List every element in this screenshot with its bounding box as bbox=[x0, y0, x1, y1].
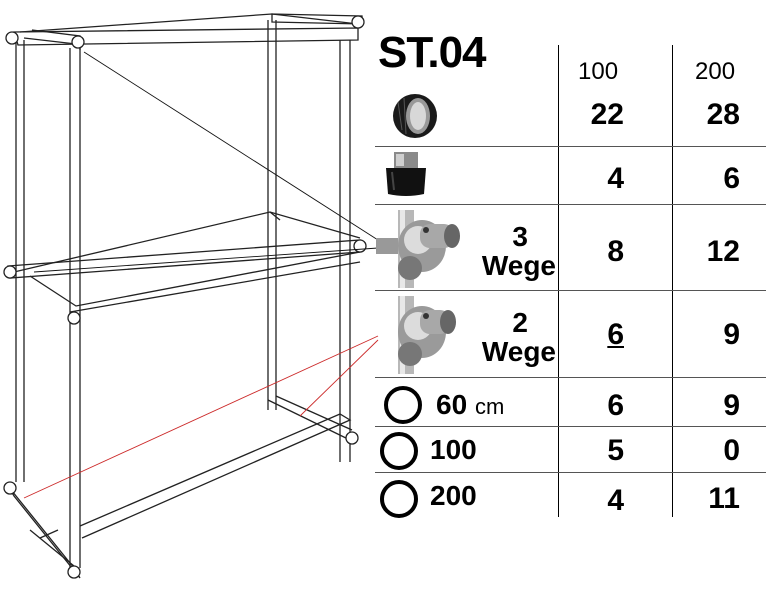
value-cell: 28 bbox=[706, 98, 740, 131]
column-divider bbox=[558, 45, 559, 517]
value-cell: 8 bbox=[607, 235, 624, 268]
product-code: ST.04 bbox=[378, 28, 487, 77]
column-divider bbox=[672, 45, 673, 517]
row-divider bbox=[375, 377, 766, 378]
value-cell: 4 bbox=[607, 162, 624, 195]
value-cell: 11 bbox=[708, 482, 740, 515]
tube-length: 200 bbox=[430, 480, 477, 511]
tube-length-label: 60 cm bbox=[436, 389, 504, 421]
end-cap-icon bbox=[393, 94, 437, 138]
value-cell: 6 bbox=[607, 318, 624, 351]
connector-3way-icon bbox=[376, 210, 460, 288]
row-divider bbox=[375, 290, 766, 291]
column-header-100: 100 bbox=[578, 58, 619, 85]
value-cell: 12 bbox=[706, 235, 740, 268]
row-divider bbox=[375, 472, 766, 473]
label-number: 2 bbox=[512, 307, 528, 338]
value-cell: 6 bbox=[723, 162, 740, 195]
connector-label: 2 Wege bbox=[464, 308, 556, 366]
value-cell: 4 bbox=[607, 484, 624, 517]
tube-length: 60 bbox=[436, 389, 468, 420]
value-cell: 5 bbox=[607, 434, 624, 467]
row-divider bbox=[375, 204, 766, 205]
tube-length: 100 bbox=[430, 434, 477, 465]
tube-ring-icon bbox=[380, 480, 418, 518]
connector-2way-icon bbox=[398, 296, 456, 374]
label-number: 3 bbox=[512, 221, 528, 252]
label-word: Wege bbox=[481, 336, 556, 367]
row-divider bbox=[375, 146, 766, 147]
tube-length-unit: cm bbox=[474, 394, 505, 419]
row-divider bbox=[375, 426, 766, 427]
value-cell: 0 bbox=[723, 434, 740, 467]
value-cell: 6 bbox=[607, 389, 624, 422]
tube-ring-icon bbox=[380, 432, 418, 470]
value-cell: 9 bbox=[723, 318, 740, 351]
value-cell: 22 bbox=[590, 98, 624, 131]
value-cell: 9 bbox=[723, 389, 740, 422]
column-header-200: 200 bbox=[695, 58, 736, 85]
foot-plug-icon bbox=[386, 152, 426, 196]
connector-label: 3 Wege bbox=[464, 222, 556, 280]
tube-ring-icon bbox=[384, 386, 422, 424]
label-word: Wege bbox=[481, 250, 556, 281]
